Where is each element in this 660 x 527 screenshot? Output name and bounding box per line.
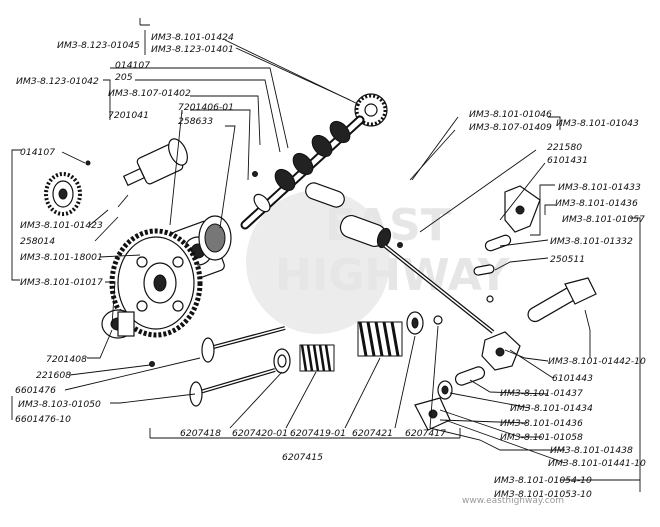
label-01045: ИМЗ-8.123-01045 [57,40,140,51]
label-6207420: 6207420-01 [232,428,288,439]
label-01043: ИМЗ-8.101-01043 [556,118,639,129]
label-221608: 221608 [36,370,71,381]
leader-lines [11,18,641,492]
spring-cap [406,311,443,335]
footer-site: www.easthighway.com [462,496,564,506]
label-01442: ИМЗ-8.101-01442-10 [548,356,646,367]
label-01042: ИМЗ-8.123-01042 [16,76,99,87]
label-01438: ИМЗ-8.101-01438 [550,445,633,456]
label-01050: ИМЗ-8.103-01050 [18,399,101,410]
label-01424: ИМЗ-8.101-01424 [151,32,234,43]
label-6207418: 6207418 [180,428,221,439]
label-6601476-10: 6601476-10 [15,414,71,425]
label-01436-lower: ИМЗ-8.101-01436 [500,418,583,429]
label-014107-top: 014107 [115,60,150,71]
label-01434: ИМЗ-8.101-01434 [510,403,593,414]
label-250511: 250511 [550,254,585,265]
label-01401: ИМЗ-8.123-01401 [151,44,234,55]
label-01409: ИМЗ-8.107-01409 [469,122,552,133]
distributor-drive [117,138,188,208]
timing-gear [109,228,203,338]
pushrod [383,244,495,334]
label-7201406: 7201406-01 [178,102,234,113]
valve-lower [189,368,276,407]
label-6207419: 6207419-01 [290,428,346,439]
label-01441: ИМЗ-8.101-01441-10 [548,458,646,469]
label-7201041: 7201041 [108,110,149,121]
parts [44,93,597,431]
label-01054: ИМЗ-8.101-01054-10 [494,475,592,486]
label-01058: ИМЗ-8.101-01058 [500,432,583,443]
label-01437: ИМЗ-8.101-01437 [500,388,583,399]
label-6207421: 6207421 [352,428,393,439]
tappet-guide [305,182,392,249]
label-221580: 221580 [547,142,582,153]
label-205: 205 [115,72,133,83]
label-6101431: 6101431 [547,155,588,166]
valve-spring-inner [299,344,335,372]
watermark-line2: HIGHWAY [275,250,511,301]
label-01402: ИМЗ-8.107-01402 [108,88,191,99]
rocker-arm-upper [504,185,541,233]
valve-upper [201,326,286,363]
callout-labels: ИМЗ-8.101-01424 ИМЗ-8.123-01401 ИМЗ-8.12… [15,32,646,500]
camshaft [240,115,365,230]
label-6207417: 6207417 [405,428,446,439]
label-01046: ИМЗ-8.101-01046 [469,109,552,120]
label-6601476: 6601476 [15,385,56,396]
rocker-small-parts [473,234,512,303]
label-01423: ИМЗ-8.101-01423 [20,220,103,231]
label-01017: ИМЗ-8.101-01017 [20,277,103,288]
label-014107-left: 014107 [20,147,55,158]
valve-spring-washer [273,348,291,374]
pump-gear [44,172,82,216]
label-18001: ИМЗ-8.101-18001 [20,252,103,263]
valve-spring-outer [357,321,403,357]
label-01332: ИМЗ-8.101-01332 [550,236,633,247]
label-01433: ИМЗ-8.101-01433 [558,182,641,193]
label-258014: 258014 [20,236,55,247]
label-6207415: 6207415 [282,452,323,463]
label-01057: ИМЗ-8.101-01057 [562,214,645,225]
label-6101443: 6101443 [552,373,593,384]
label-7201408: 7201408 [46,354,87,365]
label-258633: 258633 [178,116,213,127]
gear-hub [101,309,135,339]
label-01436: ИМЗ-8.101-01436 [555,198,638,209]
rocker-shaft [527,277,597,323]
rocker-arm-lower [481,331,521,371]
small-fasteners [85,160,403,367]
label-01053: ИМЗ-8.101-01053-10 [494,489,592,500]
